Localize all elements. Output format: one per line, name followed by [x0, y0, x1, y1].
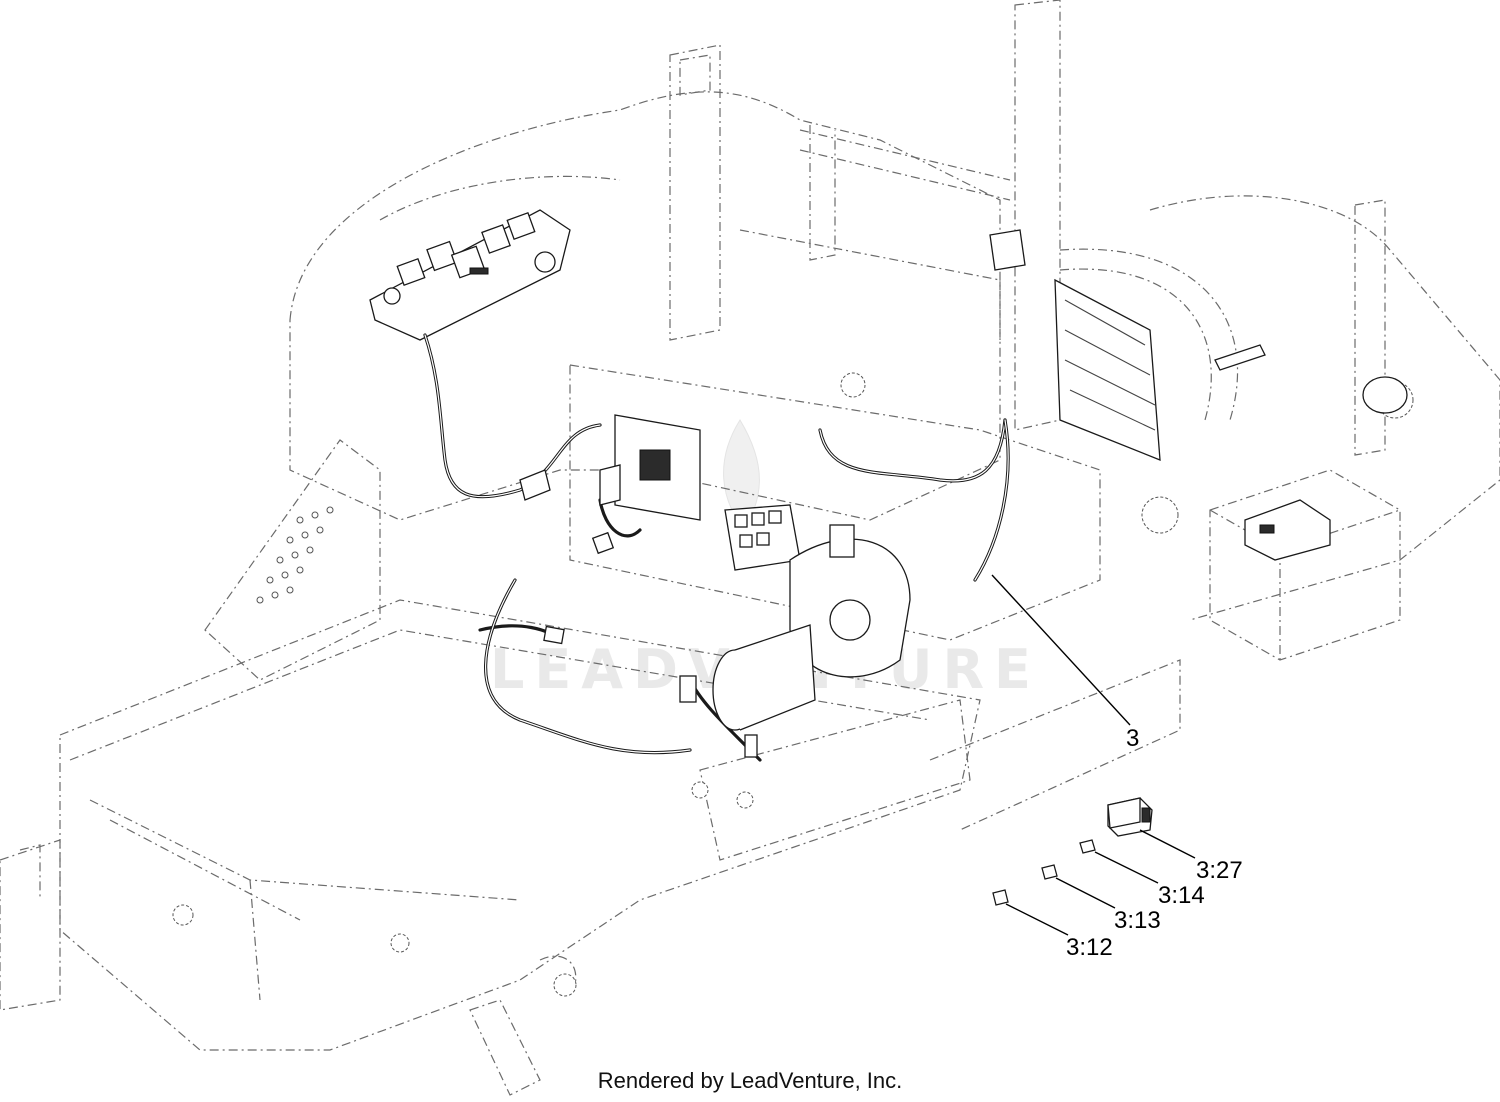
fuse-part-a: [1079, 839, 1096, 854]
switch-panel: [369, 209, 571, 341]
relay-part: [1107, 797, 1153, 837]
rendered-by-footer: Rendered by LeadVenture, Inc.: [597, 1068, 903, 1093]
callout-main-harness: 3: [1126, 725, 1139, 752]
main-wire-harness: [423, 333, 1010, 762]
callout-fuse-b: 3:13: [1114, 907, 1161, 934]
fuse-part-b: [1041, 864, 1058, 880]
leader-relay: [1139, 829, 1196, 859]
hydraulic-pump: [712, 524, 911, 731]
fuse-part-c: [992, 889, 1009, 906]
leader-fuse-a: [1094, 851, 1159, 884]
leader-fuse-b: [1055, 877, 1116, 909]
engine-assembly: [989, 229, 1408, 461]
connector-left: [519, 469, 758, 758]
callout-fuse-c: 3:12: [1066, 934, 1113, 961]
relay-block-center: [724, 504, 801, 571]
vent-holes: [256, 506, 334, 604]
leader-lines: [991, 574, 1196, 936]
callout-fuse-a: 3:14: [1158, 882, 1205, 909]
control-module: [599, 414, 701, 521]
callout-relay: 3:27: [1196, 857, 1243, 884]
battery: [1244, 499, 1331, 561]
leader-main-harness: [991, 574, 1131, 726]
leader-fuse-c: [1005, 903, 1069, 936]
